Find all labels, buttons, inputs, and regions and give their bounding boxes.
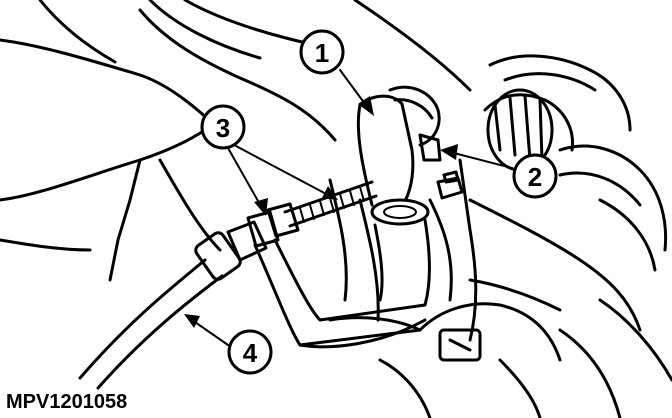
callout-4: 4 bbox=[227, 329, 273, 375]
leader-lines bbox=[184, 69, 513, 346]
callout-1-label: 1 bbox=[315, 38, 329, 68]
engine-background-lines bbox=[0, 0, 472, 282]
callout-3-label: 3 bbox=[216, 113, 230, 143]
callout-3: 3 bbox=[200, 104, 246, 150]
vacuum-hose-elbow bbox=[356, 85, 441, 307]
callout-2: 2 bbox=[512, 153, 558, 199]
threaded-cable-end bbox=[246, 180, 378, 248]
cable-bracket bbox=[253, 238, 427, 349]
callout-2-label: 2 bbox=[528, 162, 542, 192]
accelerator-cable bbox=[78, 220, 268, 390]
callout-4-label: 4 bbox=[243, 338, 258, 368]
callout-1: 1 bbox=[299, 29, 345, 75]
bolt-nut bbox=[418, 133, 464, 200]
throttle-body-assembly bbox=[328, 54, 672, 418]
figure-caption: MPV1201058 bbox=[6, 391, 127, 413]
